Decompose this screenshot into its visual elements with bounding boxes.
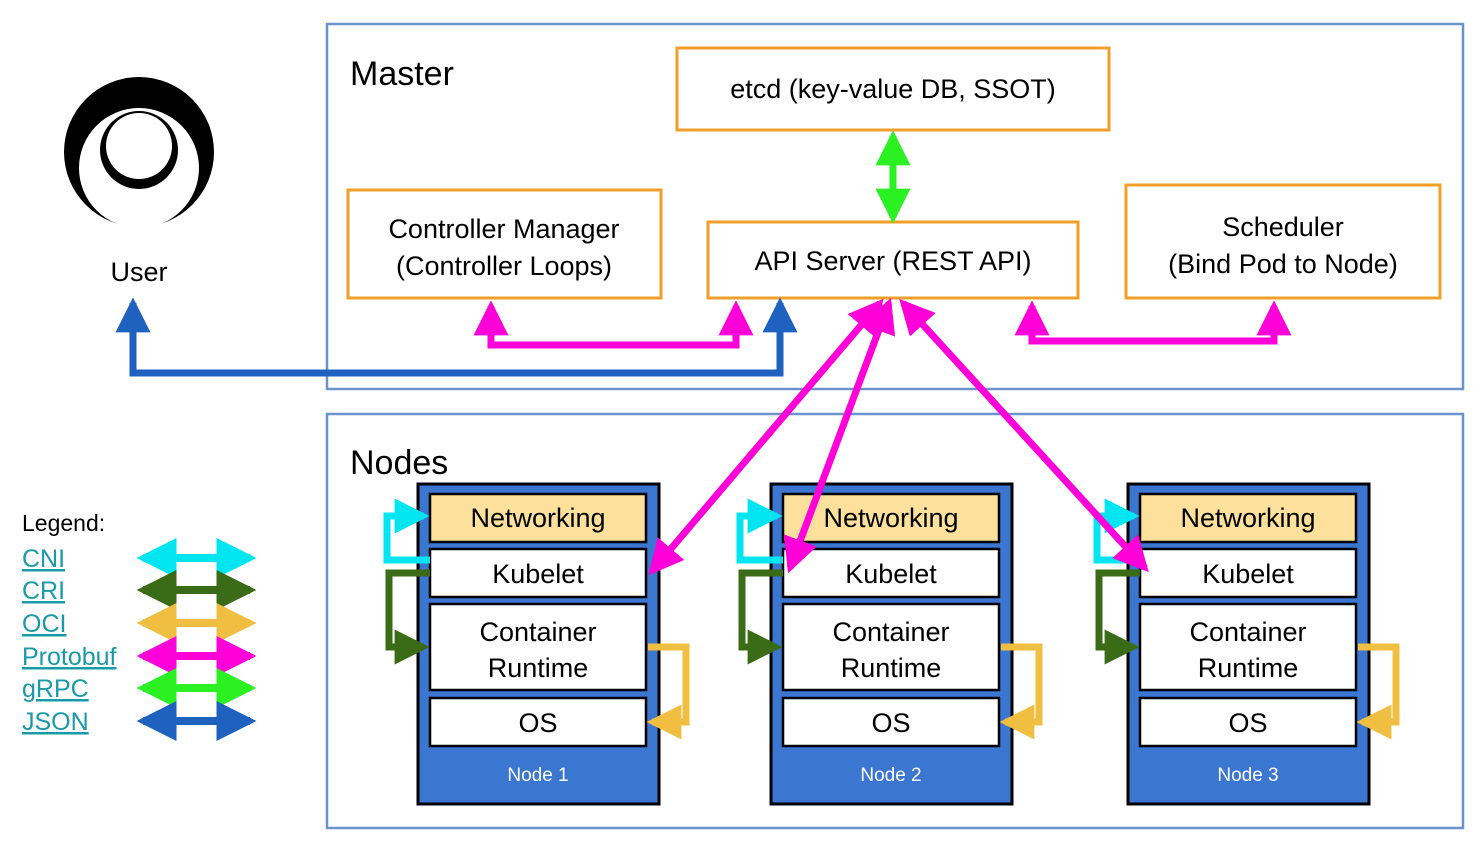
master-section: Master etcd (key-value DB, SSOT) Control… <box>325 22 1465 391</box>
user-group: User <box>64 77 214 287</box>
node-3-runtime-label-line2: Runtime <box>1198 653 1299 683</box>
node-2[interactable]: Networking Kubelet Container Runtime OS … <box>736 482 1043 806</box>
node-3-os[interactable] <box>1138 696 1358 748</box>
node-2-os[interactable] <box>781 696 1001 748</box>
user-avatar-icon <box>64 77 214 225</box>
node-1-networking-label: Networking <box>470 503 605 533</box>
node-3-container-runtime[interactable] <box>1138 602 1358 692</box>
node-3-networking-label: Networking <box>1180 503 1315 533</box>
node-3-connection-oci <box>1356 643 1400 740</box>
node-3-kubelet-label: Kubelet <box>1202 559 1294 589</box>
nodes-section-title: Nodes <box>350 444 448 482</box>
connection-protobuf-node2-apiserver <box>783 297 896 574</box>
legend-title: Legend: <box>22 510 105 536</box>
node-1-name: Node 1 <box>507 765 568 786</box>
scheduler-box-rect[interactable] <box>1124 183 1442 300</box>
etcd-box-rect[interactable] <box>675 46 1111 132</box>
connection-protobuf-cm-apiserver <box>473 300 754 349</box>
node-1-container-runtime[interactable] <box>428 602 648 692</box>
node-1-runtime-label-line2: Runtime <box>488 653 589 683</box>
scheduler-label-line2: (Bind Pod to Node) <box>1168 249 1398 279</box>
node-2-networking-label: Networking <box>823 503 958 533</box>
legend-label-protobuf[interactable]: Protobuf <box>22 643 117 671</box>
node-3-runtime-label-line1: Container <box>1189 617 1306 647</box>
node-1-os[interactable] <box>428 696 648 748</box>
legend-label-cri[interactable]: CRI <box>22 577 65 605</box>
controller-manager-label-line1: Controller Manager <box>388 214 619 244</box>
legend-label-cni[interactable]: CNI <box>22 545 65 573</box>
legend-label-oci[interactable]: OCI <box>22 610 66 638</box>
node-2-name: Node 2 <box>860 765 921 786</box>
node-1-connection-cni <box>383 498 430 564</box>
node-1-kubelet-label: Kubelet <box>492 559 584 589</box>
scheduler-box[interactable]: Scheduler (Bind Pod to Node) <box>1124 183 1442 300</box>
node-1[interactable]: Networking Kubelet Container Runtime OS … <box>383 482 690 806</box>
node-3-connection-cri <box>1095 569 1140 665</box>
master-section-title: Master <box>350 55 454 93</box>
legend-label-grpc[interactable]: gRPC <box>22 675 89 703</box>
node-1-connection-cri <box>385 569 430 665</box>
node-1-runtime-label-line1: Container <box>479 617 596 647</box>
controller-manager-box-rect[interactable] <box>346 188 663 300</box>
api-server-box[interactable]: API Server (REST API) <box>706 220 1080 300</box>
nodes-section: Nodes Networking Kubelet Container Runti… <box>325 412 1465 830</box>
node-3[interactable]: Networking Kubelet Container Runtime OS … <box>1093 482 1400 806</box>
node-3-name: Node 3 <box>1217 765 1278 786</box>
node-2-kubelet-label: Kubelet <box>845 559 937 589</box>
node-3-networking[interactable] <box>1138 492 1358 544</box>
controller-manager-label-line2: (Controller Loops) <box>396 251 612 281</box>
legend-label-json[interactable]: JSON <box>22 708 89 736</box>
node-2-connection-oci <box>999 643 1043 740</box>
legend: Legend: CNI CRI OCI Protobuf gRPC JSON <box>22 510 257 741</box>
node-2-container-runtime[interactable] <box>781 602 1001 692</box>
etcd-label: etcd (key-value DB, SSOT) <box>730 74 1056 104</box>
node-1-networking[interactable] <box>428 492 648 544</box>
connection-protobuf-node3-apiserver <box>899 298 1149 573</box>
api-server-box-rect[interactable] <box>706 220 1080 300</box>
controller-manager-box[interactable]: Controller Manager (Controller Loops) <box>346 188 663 300</box>
connection-json-user-apiserver <box>115 297 798 377</box>
node-1-os-label: OS <box>518 708 557 738</box>
node-1-connection-oci <box>646 643 690 740</box>
node-3-os-label: OS <box>1228 708 1267 738</box>
connection-protobuf-apiserver-scheduler <box>1014 300 1292 345</box>
etcd-box[interactable]: etcd (key-value DB, SSOT) <box>675 46 1111 132</box>
api-server-label: API Server (REST API) <box>754 246 1031 276</box>
node-3-kubelet[interactable] <box>1138 547 1358 599</box>
node-2-os-label: OS <box>871 708 910 738</box>
node-2-runtime-label-line1: Container <box>832 617 949 647</box>
scheduler-label-line1: Scheduler <box>1222 212 1344 242</box>
node-2-runtime-label-line2: Runtime <box>841 653 942 683</box>
user-label: User <box>110 257 167 287</box>
